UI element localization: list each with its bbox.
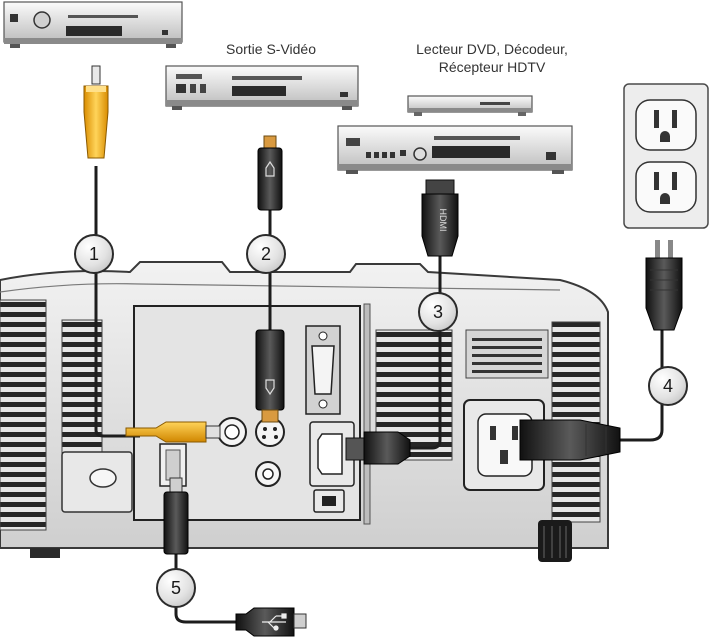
mini-usb-port	[313, 489, 345, 513]
vga-port	[305, 325, 341, 415]
wall-outlet-icon	[623, 83, 709, 229]
dvd-player-icon	[337, 125, 573, 174]
dvd-source-label-line1: Lecteur DVD, Décodeur,	[416, 41, 568, 57]
svideo-cable	[255, 135, 285, 423]
vcr-icon	[165, 65, 359, 110]
rca-composite-port	[217, 417, 247, 447]
callout-1: 1	[74, 234, 114, 274]
callout-4: 4	[648, 366, 688, 406]
callout-3: 3	[418, 292, 458, 332]
projector-rear-panel	[0, 261, 609, 562]
callout-2: 2	[246, 234, 286, 274]
usb-icon	[262, 613, 287, 631]
dvd-source-label: Lecteur DVD, Décodeur, Récepteur HDTV	[372, 40, 612, 76]
audio-port	[255, 461, 281, 487]
callout-5: 5	[156, 568, 196, 608]
svideo-output-label: Sortie S-Vidéo	[225, 41, 316, 57]
power-cable	[519, 240, 683, 461]
hdmi-logo: HDMI	[438, 209, 448, 232]
composite-video-cable	[83, 65, 221, 443]
cd-player-icon	[3, 1, 183, 48]
dvd-source-label-line2: Récepteur HDTV	[438, 59, 546, 75]
hdmi-port	[309, 421, 355, 487]
usb-cable	[163, 477, 307, 637]
set-top-box-icon	[407, 95, 533, 116]
svideo-port	[255, 417, 285, 447]
hdmi-cable: HDMI	[345, 179, 459, 465]
